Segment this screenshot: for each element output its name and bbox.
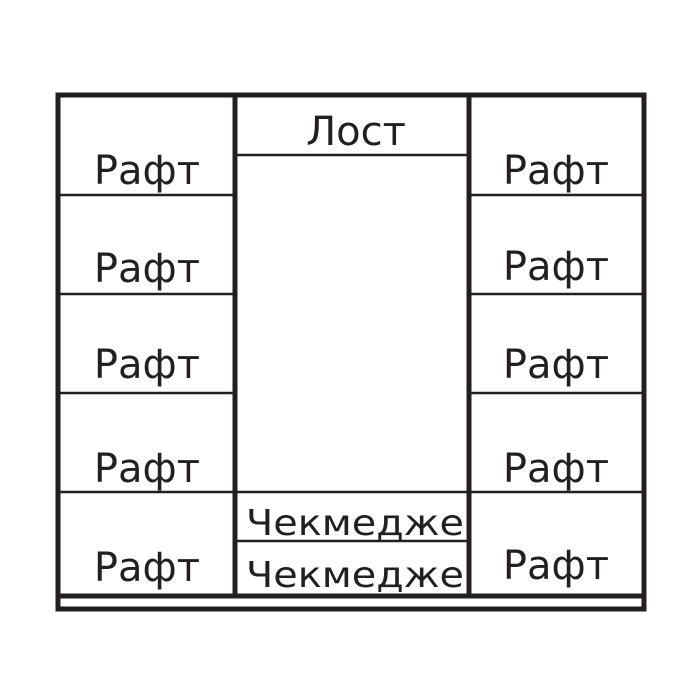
right-shelf-label: Рафт	[503, 543, 609, 589]
right-shelf-label: Рафт	[503, 446, 609, 492]
wardrobe-outer-frame	[55, 92, 647, 612]
right-shelf-label: Рафт	[503, 342, 609, 388]
drawer-label: Чекмедже	[246, 503, 464, 544]
left-shelf-label: Рафт	[94, 342, 200, 388]
drawer-label: Чекмедже	[246, 555, 464, 596]
left-shelf-label: Рафт	[94, 446, 200, 492]
left-shelf-label: Рафт	[94, 148, 200, 194]
rod-label: Лост	[306, 109, 406, 155]
left-shelf-label: Рафт	[94, 246, 200, 292]
right-shelf-label: Рафт	[503, 244, 609, 290]
right-shelf-label: Рафт	[503, 148, 609, 194]
left-shelf-label: Рафт	[94, 545, 200, 591]
